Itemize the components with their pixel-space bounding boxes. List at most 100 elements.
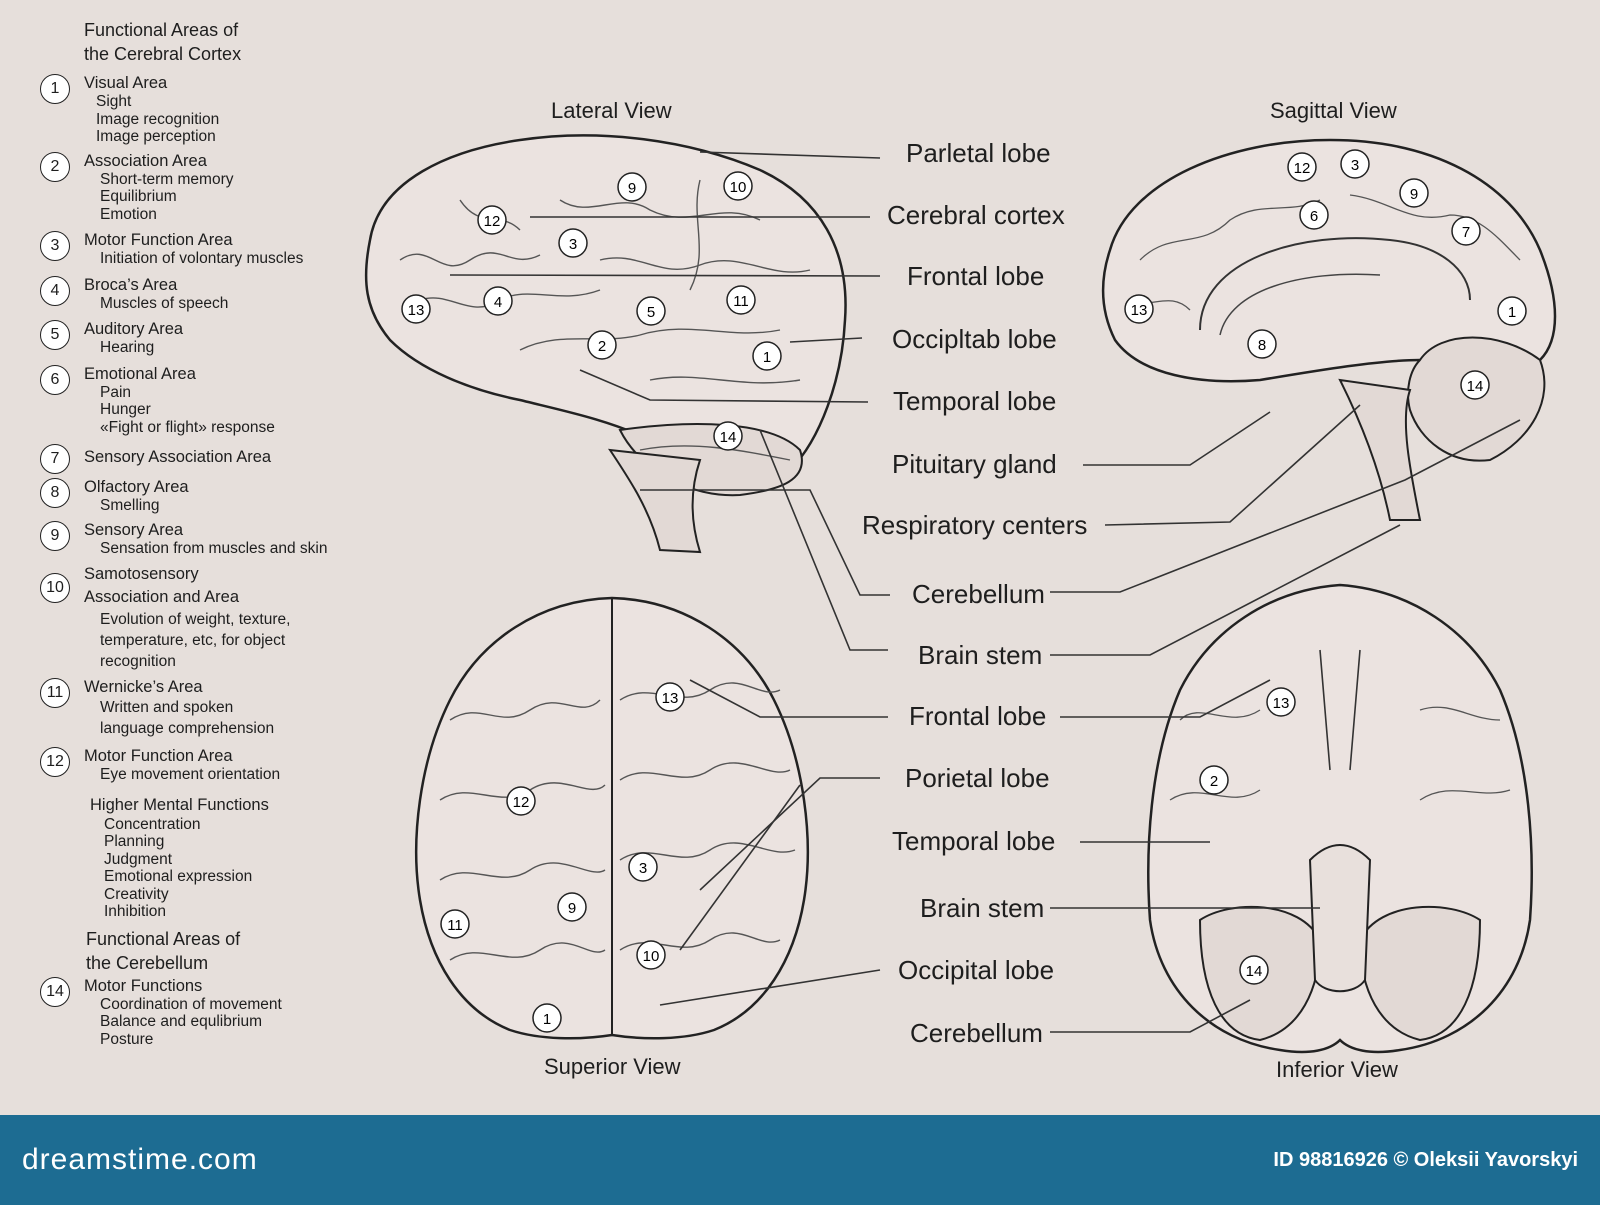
marker-sagittal-7: 7 [1451, 216, 1481, 246]
marker-label: 2 [598, 338, 606, 355]
legend-item-title: Motor Functions [84, 976, 203, 995]
marker-label: 7 [1462, 224, 1470, 241]
inferior-brain [1147, 583, 1533, 1054]
legend-panel: Functional Areas of the Cerebral Cortex … [40, 18, 380, 1048]
legend-item-sub: Equilibrium [100, 188, 177, 205]
marker-inferior-2: 2 [1199, 765, 1229, 795]
legend-number: 9 [40, 520, 70, 551]
dreamstime-logo[interactable]: dreamstime.com [22, 1143, 258, 1176]
legend-item-6: 6 Emotional Area Pain Hunger «Fight or f… [40, 364, 380, 437]
marker-inferior-13: 13 [1266, 687, 1296, 717]
legend-item-title: Emotional Area [84, 364, 196, 383]
legend-title-line2: the Cerebral Cortex [84, 44, 242, 64]
marker-label: 14 [720, 429, 737, 446]
legend-item-3: 3 Motor Function Area Initiation of volo… [40, 231, 380, 268]
marker-sagittal-8: 8 [1247, 329, 1277, 359]
legend-item-sub: Balance and equlibrium [100, 1013, 262, 1030]
marker-lateral-4: 4 [483, 286, 513, 316]
legend-item-14: 14 Motor Functions Coordination of movem… [40, 976, 380, 1049]
higher-functions-title: Higher Mental Functions [90, 795, 269, 814]
sagittal-view-title: Sagittal View [1270, 98, 1397, 123]
label-cerebellum: Cerebellum [912, 579, 1045, 609]
sagittal-markers: 12 3 9 6 7 13 8 1 14 [1124, 149, 1527, 400]
legend-item-sub: Sensation from muscles and skin [100, 539, 328, 557]
marker-lateral-3: 3 [558, 228, 588, 258]
legend-item-sub: Hearing [100, 339, 155, 356]
legend-item-title: Motor Function Area [84, 231, 233, 249]
marker-label: 13 [662, 690, 679, 707]
legend-item-10: 10 Samotosensory Association and Area Ev… [40, 563, 380, 672]
legend-item-sub: Evolution of weight, texture, [100, 611, 291, 628]
marker-label: 11 [447, 917, 463, 934]
marker-label: 12 [1294, 160, 1311, 177]
legend-item-title: Sensory Area [84, 520, 184, 539]
label-temporal-lobe: Temporal lobe [893, 386, 1057, 416]
legend-item-9: 9 Sensory Area Sensation from muscles an… [40, 520, 380, 558]
marker-label: 14 [1246, 963, 1263, 980]
legend-item-7: 7 Sensory Association Area [40, 444, 380, 474]
legend-number: 2 [40, 151, 70, 182]
marker-label: 3 [639, 860, 647, 877]
marker-sagittal-9: 9 [1399, 178, 1429, 208]
marker-label: 12 [484, 213, 501, 230]
marker-label: 12 [513, 794, 530, 811]
legend-item-sub: Pain [100, 383, 132, 401]
higher-functions: Higher Mental Functions Concentration Pl… [40, 794, 380, 921]
legend-item-sub: Image perception [96, 128, 216, 145]
lower-leader-lines [659, 679, 1320, 1033]
marker-sagittal-1: 1 [1497, 296, 1527, 326]
legend-item-title: Sensory Association Area [84, 448, 272, 466]
legend-number: 4 [40, 275, 70, 306]
marker-label: 11 [733, 293, 749, 310]
legend-number: 12 [40, 747, 70, 777]
label-frontal-lobe: Frontal lobe [907, 261, 1045, 291]
legend-item-sub: Image recognition [96, 110, 220, 128]
marker-superior-11: 11 [440, 909, 470, 939]
legend-number: 10 [40, 573, 70, 603]
legend-item-sub: Initiation of volontary muscles [100, 250, 304, 267]
marker-superior-1: 1 [532, 1003, 562, 1033]
marker-label: 13 [408, 302, 425, 319]
upper-leader-lines [449, 151, 1521, 656]
inferior-view-title: Inferior View [1276, 1057, 1398, 1082]
marker-label: 9 [1410, 186, 1418, 203]
lateral-markers: 9 10 12 3 13 4 5 11 2 1 14 [401, 171, 782, 451]
marker-label: 6 [1310, 208, 1318, 225]
legend-number: 1 [40, 74, 70, 104]
legend-item-4: 4 Broca’s Area Muscles of speech [40, 275, 380, 313]
marker-lateral-2: 2 [587, 330, 617, 360]
legend-item-title: Auditory Area [84, 320, 184, 338]
label-cerebellum-lower: Cerebellum [910, 1018, 1043, 1048]
legend-item-title: Motor Function Area [84, 747, 233, 765]
legend-item-8: 8 Olfactory Area Smelling [40, 478, 380, 515]
label-occipital-lobe: Occipltab lobe [892, 324, 1057, 354]
marker-label: 9 [568, 900, 576, 917]
image-credit: ID 98816926 © Oleksii Yavorskyi [1273, 1149, 1578, 1171]
superior-view-title: Superior View [544, 1054, 681, 1079]
legend-number: 7 [40, 444, 70, 474]
brain-illustrations: 9 10 12 3 13 4 5 11 2 1 14 12 3 9 6 7 13… [364, 134, 1557, 1054]
legend-item-5: 5 Auditory Area Hearing [40, 320, 380, 357]
footer-bar: dreamstime.com ID 98816926 © Oleksii Yav… [0, 1115, 1600, 1205]
marker-sagittal-6: 6 [1299, 200, 1329, 230]
label-pituitary-gland: Pituitary gland [892, 449, 1057, 479]
marker-superior-13: 13 [655, 682, 685, 712]
legend-number: 5 [40, 320, 70, 350]
marker-label: 5 [647, 304, 655, 321]
superior-brain [415, 596, 809, 1040]
legend-item-sub: recognition [100, 653, 176, 670]
marker-lateral-1: 1 [752, 341, 782, 371]
inferior-markers: 13 2 14 [1199, 687, 1296, 985]
marker-lateral-9: 9 [617, 172, 647, 202]
marker-sagittal-12: 12 [1287, 152, 1317, 182]
legend-item-sub: temperature, etc, for object [100, 632, 286, 649]
label-respiratory-centers: Respiratory centers [862, 510, 1088, 540]
label-cerebral-cortex: Cerebral cortex [887, 200, 1065, 230]
higher-function-item: Creativity [104, 885, 169, 903]
legend-item-title-2: Association and Area [84, 588, 240, 606]
marker-lateral-10: 10 [723, 171, 753, 201]
legend-item-12: 12 Motor Function Area Eye movement orie… [40, 747, 380, 784]
cerebellum-title-line1: Functional Areas of [86, 928, 241, 949]
legend-item-11: 11 Wernicke’s Area Written and spoken la… [40, 678, 380, 739]
